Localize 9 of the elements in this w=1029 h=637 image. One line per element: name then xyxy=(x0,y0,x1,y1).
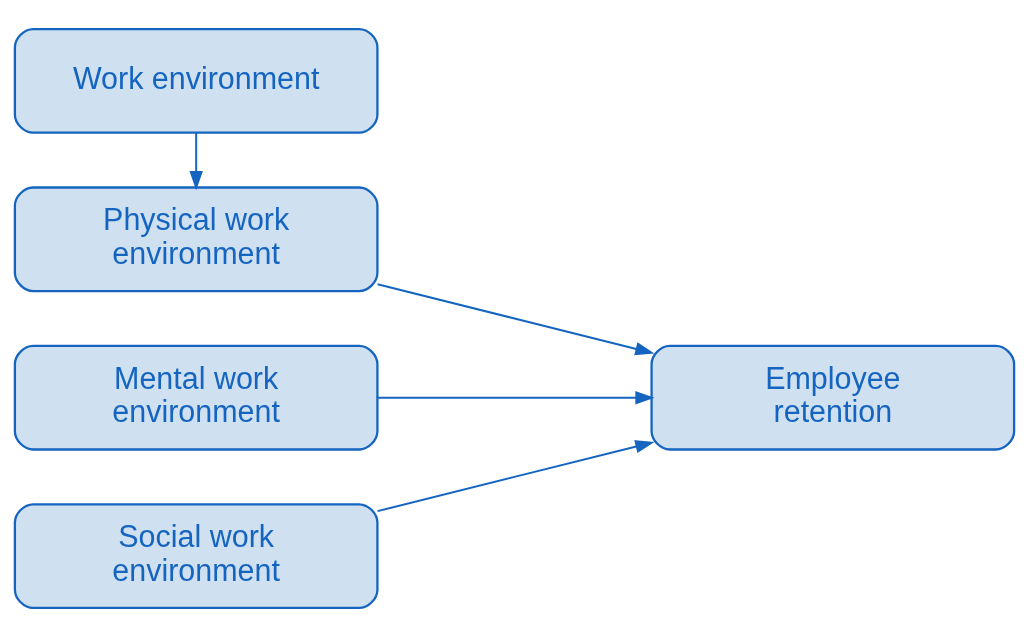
node-box: Employee retention xyxy=(650,344,1016,451)
node-box: Mental work environment xyxy=(13,344,379,451)
arrow xyxy=(189,131,203,191)
node-box: Physical work environment xyxy=(13,186,379,293)
node-box: Social work environment xyxy=(13,503,379,610)
arrow xyxy=(376,440,655,513)
arrow xyxy=(376,283,655,356)
arrow xyxy=(376,391,655,405)
node-box: Work environment xyxy=(13,27,379,134)
